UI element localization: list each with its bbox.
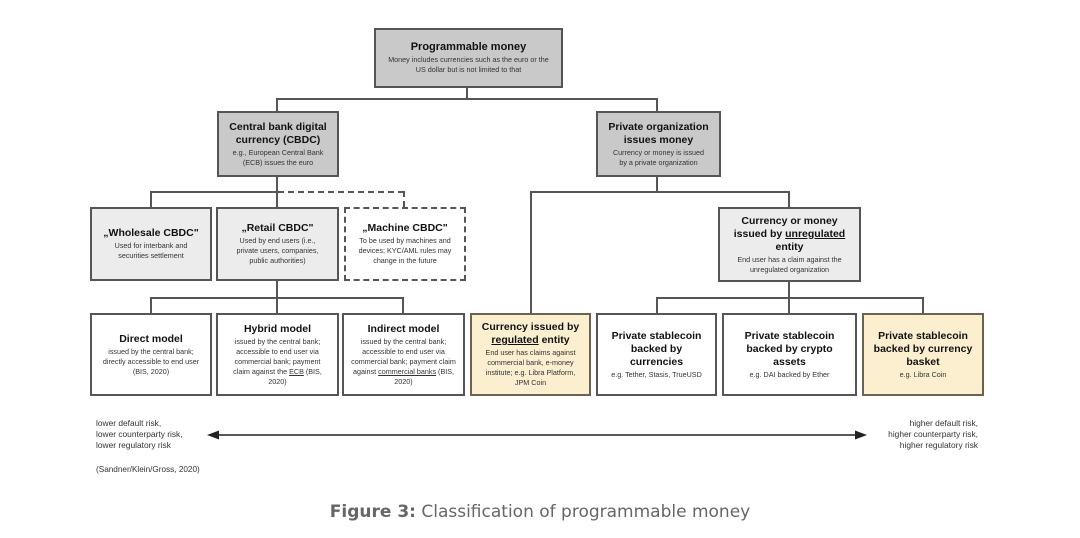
- connector-retail-stem: [276, 280, 278, 313]
- node-description: issued by the central bank; directly acc…: [102, 346, 200, 376]
- connector-to-private-org: [656, 98, 658, 111]
- connector-to-machine-dashed: [278, 191, 404, 193]
- arrow-head-left-icon: [207, 430, 219, 440]
- connector-to-machine-dashed-vertical: [403, 191, 405, 207]
- risk-line: higher default risk,: [909, 418, 978, 428]
- connector-to-wholesale: [150, 191, 152, 207]
- node-title: Indirect model: [367, 322, 440, 335]
- caption-label: Figure 3:: [329, 502, 416, 522]
- node-title: „Machine CBDC": [362, 222, 448, 234]
- node-title: Hybrid model: [243, 322, 312, 335]
- node-description: issued by the central bank; accessible t…: [351, 337, 457, 387]
- node-title: Private stablecoin backed by currencies: [611, 329, 702, 368]
- node-stablecoin-crypto: Private stablecoin backed by crypto asse…: [722, 313, 857, 396]
- node-direct-model: Direct model issued by the central bank;…: [90, 313, 212, 396]
- node-wholesale-cbdc: „Wholesale CBDC" Used for interbank and …: [90, 207, 212, 281]
- node-title: Currency or money issued by unregulated …: [725, 215, 855, 254]
- risk-scale-arrow: [207, 430, 867, 440]
- title-text: Currency or money issued by: [733, 214, 838, 240]
- node-title: Programmable money: [410, 41, 527, 53]
- node-description: Currency or money is issued by a private…: [612, 147, 705, 167]
- connector-private-org-stem: [656, 176, 658, 192]
- risk-line: higher counterparty risk,: [888, 429, 978, 439]
- node-title: Private stablecoin backed by currency ba…: [873, 329, 973, 368]
- node-description: To be used by machines and devices; KYC/…: [358, 236, 452, 265]
- connector-private-org-children: [530, 191, 789, 193]
- node-title: Private stablecoin backed by crypto asse…: [744, 329, 835, 368]
- node-stablecoin-currencies: Private stablecoin backed by currencies …: [596, 313, 717, 396]
- connector-to-unregulated: [788, 191, 790, 207]
- connector-unregulated-children: [656, 297, 924, 299]
- connector-retail-children: [150, 297, 404, 299]
- node-description: End user has claims against commercial b…: [485, 348, 576, 387]
- title-emphasis: regulated: [491, 334, 539, 346]
- node-indirect-model: Indirect model issued by the central ban…: [342, 313, 465, 396]
- connector-root-stem: [466, 87, 468, 100]
- desc-text: issued by the central bank; accessible t…: [351, 336, 456, 376]
- title-emphasis: unregulated: [785, 227, 846, 240]
- connector-to-indirect: [402, 297, 404, 313]
- node-title: „Retail CBDC": [241, 222, 314, 234]
- node-description: Used by end users (i.e., private users, …: [236, 236, 319, 265]
- desc-text-end: (BIS, 2020): [268, 366, 322, 386]
- connector-cbdc-children: [150, 191, 278, 193]
- node-description: issued by the central bank; accessible t…: [228, 337, 328, 387]
- node-description: End user has a claim against the unregul…: [737, 254, 842, 274]
- risk-line: lower counterparty risk,: [96, 429, 183, 439]
- connector-to-stable-basket: [922, 297, 924, 313]
- desc-emphasis: commercial banks: [378, 366, 437, 376]
- node-unregulated-entity: Currency or money issued by unregulated …: [718, 207, 861, 282]
- node-description: Money includes currencies such as the eu…: [388, 55, 549, 74]
- node-description: e.g. Tether, Stasis, TrueUSD: [611, 369, 702, 379]
- node-description: Used for interbank and securities settle…: [114, 241, 188, 260]
- risk-label-lower: lower default risk, lower counterparty r…: [96, 418, 183, 451]
- node-hybrid-model: Hybrid model issued by the central bank;…: [216, 313, 339, 396]
- connector-to-stable-currencies: [656, 297, 658, 313]
- node-description: e.g., European Central Bank (ECB) issues…: [232, 147, 324, 167]
- desc-emphasis: ECB: [289, 366, 304, 376]
- node-title: Currency issued by regulated entity: [481, 321, 581, 347]
- connector-to-direct: [150, 297, 152, 313]
- figure-caption: Figure 3: Classification of programmable…: [0, 502, 1080, 522]
- risk-label-higher: higher default risk, higher counterparty…: [888, 418, 978, 451]
- caption-text: Classification of programmable money: [415, 502, 751, 522]
- source-citation: (Sandner/Klein/Gross, 2020): [96, 465, 200, 474]
- connector-to-regulated: [530, 191, 532, 313]
- node-title: Private organization issues money: [608, 120, 709, 146]
- node-title: Direct model: [119, 332, 183, 345]
- node-machine-cbdc: „Machine CBDC" To be used by machines an…: [344, 207, 466, 281]
- connector-level1: [276, 98, 658, 100]
- title-text: Currency issued by: [481, 321, 580, 333]
- node-cbdc: Central bank digital currency (CBDC) e.g…: [217, 111, 339, 177]
- node-regulated-entity: Currency issued by regulated entity End …: [470, 313, 591, 396]
- risk-line: lower default risk,: [96, 418, 162, 428]
- node-title: „Wholesale CBDC": [103, 227, 199, 239]
- node-programmable-money: Programmable money Money includes curren…: [374, 28, 563, 88]
- desc-text-end: (BIS, 2020): [394, 366, 455, 386]
- node-description: e.g. DAI backed by Ether: [749, 369, 830, 379]
- node-private-organization: Private organization issues money Curren…: [596, 111, 721, 177]
- desc-text: issued by the central bank; accessible t…: [233, 336, 321, 376]
- risk-line: lower regulatory risk: [96, 440, 171, 450]
- node-stablecoin-basket: Private stablecoin backed by currency ba…: [862, 313, 984, 396]
- title-text-end: entity: [538, 334, 570, 346]
- arrow-head-right-icon: [855, 430, 867, 440]
- risk-line: higher regulatory risk: [899, 440, 978, 450]
- connector-to-cbdc: [276, 98, 278, 111]
- node-retail-cbdc: „Retail CBDC" Used by end users (i.e., p…: [216, 207, 339, 281]
- node-description: e.g. Libra Coin: [899, 369, 947, 379]
- title-text-end: entity: [775, 240, 804, 253]
- node-title: Central bank digital currency (CBDC): [229, 120, 327, 146]
